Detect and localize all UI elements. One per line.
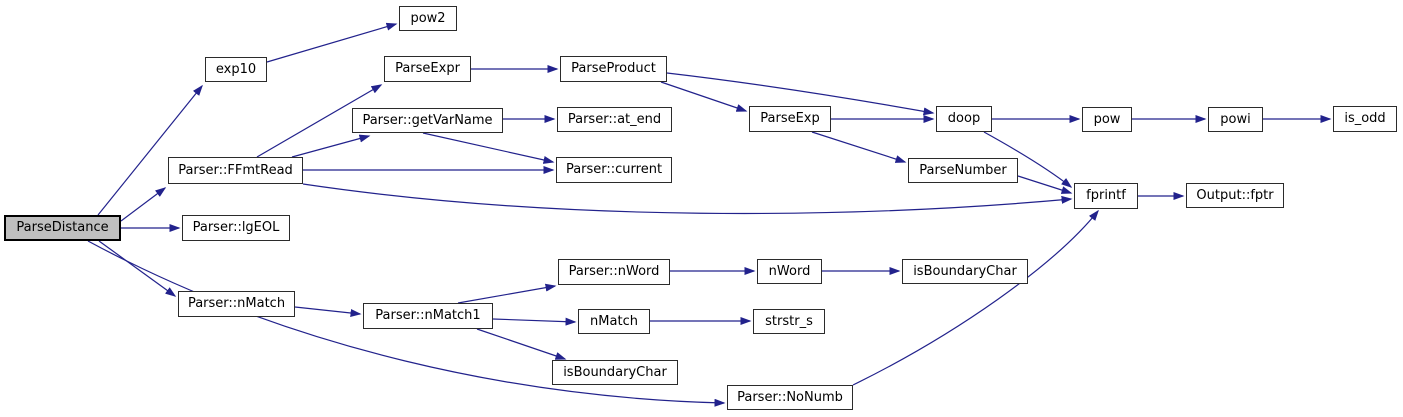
node-parseproduct[interactable]: ParseProduct [560, 56, 667, 82]
node-parser-nonumb[interactable]: Parser::NoNumb [727, 385, 853, 410]
edge-parseproduct-to-parseexp [660, 81, 748, 112]
node-parser-ffmtread[interactable]: Parser::FFmtRead [168, 157, 303, 184]
node-parser-at-end[interactable]: Parser::at_end [557, 107, 672, 132]
node-parser-current[interactable]: Parser::current [556, 157, 672, 183]
node-pow2[interactable]: pow2 [399, 6, 457, 31]
node-parsenumber[interactable]: ParseNumber [908, 158, 1018, 183]
node-fprintf[interactable]: fprintf [1074, 183, 1138, 209]
node-nmatch[interactable]: nMatch [578, 309, 650, 334]
edge-parser-nmatch1-to-parser-nword [457, 283, 557, 304]
node-powi[interactable]: powi [1208, 107, 1263, 132]
node-parser-getvarname[interactable]: Parser::getVarName [352, 108, 503, 133]
edge-parser-ffmtread-to-parseexpr [256, 84, 383, 158]
node-pow[interactable]: pow [1082, 107, 1132, 132]
node-nword[interactable]: nWord [757, 259, 822, 284]
node-output-fptr[interactable]: Output::fptr [1186, 183, 1284, 208]
edge-parser-nonumb-to-fprintf [852, 209, 1099, 386]
edge-parsedistance-to-exp10 [97, 84, 203, 216]
edge-exp10-to-pow2 [266, 22, 398, 63]
edge-parser-getvarname-to-parser-current [422, 132, 555, 164]
edge-parser-nmatch1-to-isboundarychar [476, 328, 567, 360]
edge-parsenumber-to-fprintf [1017, 175, 1073, 194]
node-parser-nmatch[interactable]: Parser::nMatch [178, 291, 295, 317]
node-isboundarychar[interactable]: isBoundaryChar [552, 360, 678, 385]
edge-parser-ffmtread-to-fprintf [302, 183, 1073, 215]
edge-parsedistance-to-parser-ffmtread [120, 187, 167, 222]
node-isboundarychar2[interactable]: isBoundaryChar [902, 259, 1028, 284]
node-parser-nword[interactable]: Parser::nWord [558, 259, 670, 285]
edge-doop-to-fprintf [983, 131, 1073, 188]
node-strstr-s[interactable]: strstr_s [753, 309, 825, 334]
node-exp10[interactable]: exp10 [205, 57, 267, 82]
node-parser-lgeol[interactable]: Parser::lgEOL [182, 215, 290, 241]
edge-parsedistance-to-parser-nmatch [98, 240, 177, 297]
edge-parser-nmatch1-to-nmatch [492, 317, 577, 326]
edge-parser-ffmtread-to-parser-getvarname [291, 134, 371, 158]
edge-parseexp-to-parsenumber [811, 131, 907, 163]
edge-parsedistance-to-parser-nonumb [87, 240, 726, 407]
edge-parser-nmatch-to-parser-nmatch1 [294, 306, 362, 317]
node-doop[interactable]: doop [936, 106, 992, 132]
node-is-odd[interactable]: is_odd [1333, 106, 1397, 132]
node-parser-nmatch1[interactable]: Parser::nMatch1 [363, 303, 493, 329]
node-parsedistance[interactable]: ParseDistance [4, 215, 121, 241]
node-parseexp[interactable]: ParseExp [749, 106, 831, 132]
node-parseexpr[interactable]: ParseExpr [384, 56, 471, 82]
edge-parseproduct-to-doop [666, 72, 935, 116]
